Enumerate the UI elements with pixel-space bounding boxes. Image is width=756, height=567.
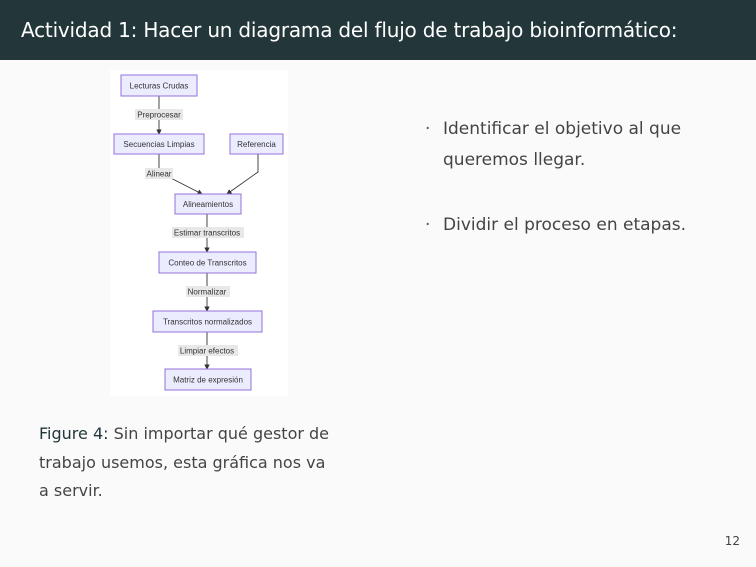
node-secuencias-limpias: Secuencias Limpias [113,133,205,155]
node-referencia: Referencia [229,133,284,155]
svg-text:Alinear: Alinear [147,170,172,179]
bullet-text: Dividir el proceso en etapas. [443,215,687,235]
bullet-dot-icon: · [425,119,431,139]
edge-label-normalizar: Normalizar [186,286,230,297]
svg-text:Matriz de expresión: Matriz de expresión [173,376,243,385]
node-matriz-expresion: Matriz de expresión [164,368,252,391]
svg-text:Normalizar: Normalizar [188,288,227,297]
page-number: 12 [724,534,740,548]
svg-text:Alineamientos: Alineamientos [183,200,233,209]
node-lecturas-crudas: Lecturas Crudas [120,74,198,97]
workflow-diagram: Preprocesar Alinear Estimar transcritos … [110,70,288,396]
workflow-diagram-svg: Preprocesar Alinear Estimar transcritos … [113,74,284,391]
edge-label-alinear: Alinear [145,168,173,179]
edge-label-preprocesar: Preprocesar [135,109,183,120]
slide-title: Actividad 1: Hacer un diagrama del flujo… [21,18,678,42]
edge-alinear-right [226,154,259,195]
svg-text:Estimar transcritos: Estimar transcritos [174,229,240,238]
bullet-dot-icon: · [425,215,431,235]
svg-text:Transcritos normalizados: Transcritos normalizados [163,318,252,327]
node-transcritos-normalizados: Transcritos normalizados [152,310,263,333]
title-bar: Actividad 1: Hacer un diagrama del flujo… [0,0,756,60]
caption-text: Sin importar qué gestor de trabajo usemo… [39,424,330,500]
svg-text:Lecturas Crudas: Lecturas Crudas [130,82,189,91]
svg-text:Referencia: Referencia [237,140,276,149]
bullet-item: · Dividir el proceso en etapas. [425,210,725,241]
edge-label-limpiar-efectos: Limpiar efectos [178,345,238,356]
svg-text:Secuencias Limpias: Secuencias Limpias [123,140,194,149]
bullet-item: · Identificar el objetivo al que queremo… [425,114,725,176]
svg-text:Conteo de Transcritos: Conteo de Transcritos [168,259,246,268]
caption-label: Figure 4: [39,424,109,443]
bullet-text: Identificar el objetivo al que queremos … [443,119,682,170]
svg-text:Preprocesar: Preprocesar [137,111,181,120]
svg-text:Limpiar efectos: Limpiar efectos [180,347,234,356]
edge-label-estimar-transcritos: Estimar transcritos [172,227,244,238]
node-alineamientos: Alineamientos [174,193,242,215]
bullet-list: · Identificar el objetivo al que queremo… [425,114,725,275]
figure-caption: Figure 4: Sin importar qué gestor de tra… [39,420,339,506]
node-conteo-transcritos: Conteo de Transcritos [158,251,257,274]
